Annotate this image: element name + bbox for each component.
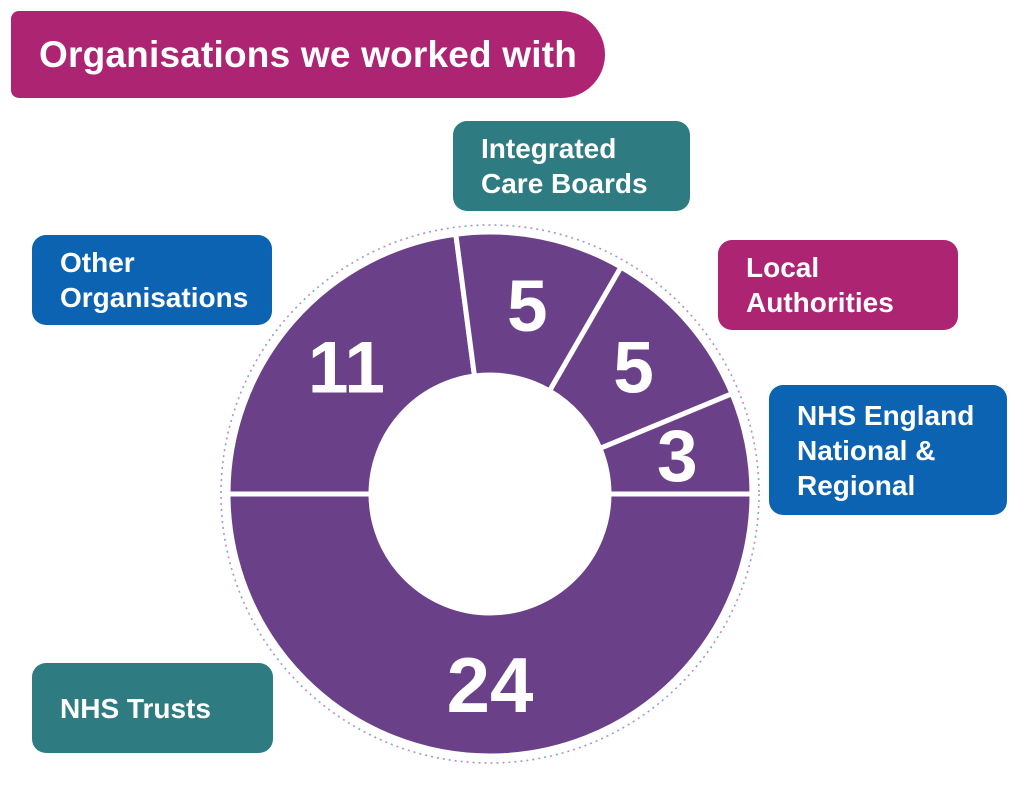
callout-other-organisations: Other Organisations: [32, 235, 272, 325]
callout-nhs-england-national-regional: NHS England National & Regional: [769, 385, 1007, 515]
segment-value-label: 5: [613, 328, 654, 409]
segment-value-label: 24: [447, 641, 534, 729]
donut-segment-nhs-trusts: [225, 491, 755, 759]
callout-label: Integrated Care Boards: [481, 133, 648, 199]
decorative-dotted-ring: [220, 224, 760, 764]
segment-value-label: 5: [507, 266, 548, 347]
callout-label: Other Organisations: [60, 247, 249, 313]
callout-label: NHS Trusts: [60, 692, 211, 724]
callout-integrated-care-boards: Integrated Care Boards: [453, 121, 690, 211]
segment-value-label: 3: [657, 416, 698, 497]
decorative-dotted-ring: [220, 224, 760, 764]
segment-value-label: 11: [308, 328, 385, 409]
callout-local-authorities: Local Authorities: [718, 240, 958, 330]
page-title: Organisations we worked with: [39, 33, 578, 75]
callout-label: Local Authorities: [746, 252, 894, 318]
title-banner: Organisations we worked with: [11, 11, 605, 98]
callout-label: NHS England National & Regional: [797, 399, 975, 501]
callout-nhs-trusts: NHS Trusts: [32, 663, 273, 753]
donut-segment-other-organisations: [225, 231, 477, 497]
